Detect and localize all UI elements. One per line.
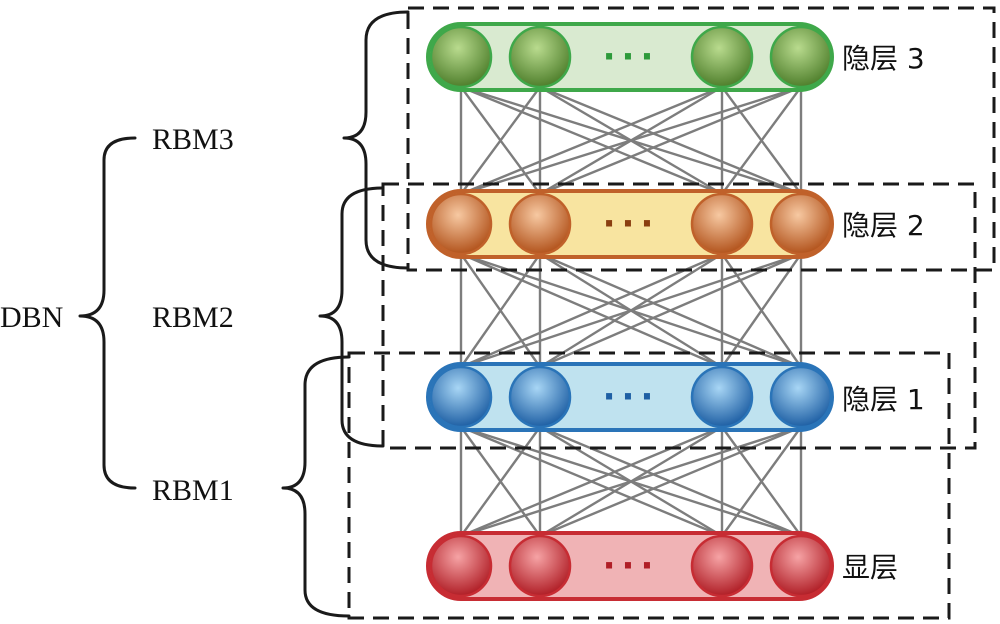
connection-line [460, 253, 541, 368]
neuron-node [690, 25, 754, 89]
layer-hidden3: ··· [426, 22, 834, 92]
braces [78, 10, 410, 618]
connection-line [460, 426, 541, 537]
visible-layer-label: 显层 [842, 551, 898, 584]
neuron-node [769, 192, 833, 256]
rbm1-brace [281, 355, 351, 618]
layer-visible: ··· [426, 531, 834, 601]
connection-line [460, 85, 723, 196]
neuron-node [429, 25, 493, 89]
connection-line [460, 252, 802, 369]
neuron-node [508, 25, 572, 89]
neuron-node [690, 534, 754, 598]
neuron-node [769, 25, 833, 89]
rbm2-box [381, 182, 977, 450]
layer-connections [459, 85, 803, 538]
rbm2-brace [318, 186, 385, 448]
rbm3-label: RBM3 [152, 123, 234, 156]
neuron-node [429, 534, 493, 598]
hidden-layer-2-label: 隐层 2 [842, 209, 925, 242]
dbn-label: DBN [0, 301, 63, 334]
rbm2-label: RBM2 [152, 301, 234, 334]
rbm-dashed-boxes [347, 6, 996, 620]
connection-line [460, 86, 541, 195]
connection-line [721, 426, 802, 537]
hidden-layer-1-label: 隐层 1 [842, 383, 925, 416]
neuron-node [769, 365, 833, 429]
ellipsis-dots: ··· [603, 204, 660, 244]
neuron-node [508, 534, 572, 598]
neuron-node [508, 192, 572, 256]
connection-line [721, 86, 802, 195]
neuron-node [429, 192, 493, 256]
neuron-node [769, 534, 833, 598]
ellipsis-dots: ··· [603, 37, 660, 77]
neuron-node [690, 365, 754, 429]
neuron-node [508, 365, 572, 429]
rbm3-box [406, 6, 996, 272]
layer-hidden1: ··· [426, 362, 834, 432]
connection-line [539, 252, 802, 369]
neuron-node [429, 365, 493, 429]
rbm1-label: RBM1 [152, 474, 234, 507]
dbn-brace [78, 136, 137, 490]
connection-line [460, 425, 723, 538]
hidden-layer-3-label: 隐层 3 [842, 42, 925, 75]
connection-line [539, 425, 802, 538]
neuron-node [690, 192, 754, 256]
layers: ··· ··· ··· ··· [426, 22, 834, 601]
rbm1-box [347, 351, 951, 620]
connection-line [460, 252, 723, 369]
layer-hidden2: ··· [426, 189, 834, 259]
connection-line [460, 425, 802, 538]
connection-line [460, 85, 802, 196]
ellipsis-dots: ··· [603, 546, 660, 586]
rbm3-brace [342, 10, 410, 270]
connection-line [539, 85, 802, 196]
connection-line [721, 253, 802, 368]
ellipsis-dots: ··· [603, 377, 660, 417]
